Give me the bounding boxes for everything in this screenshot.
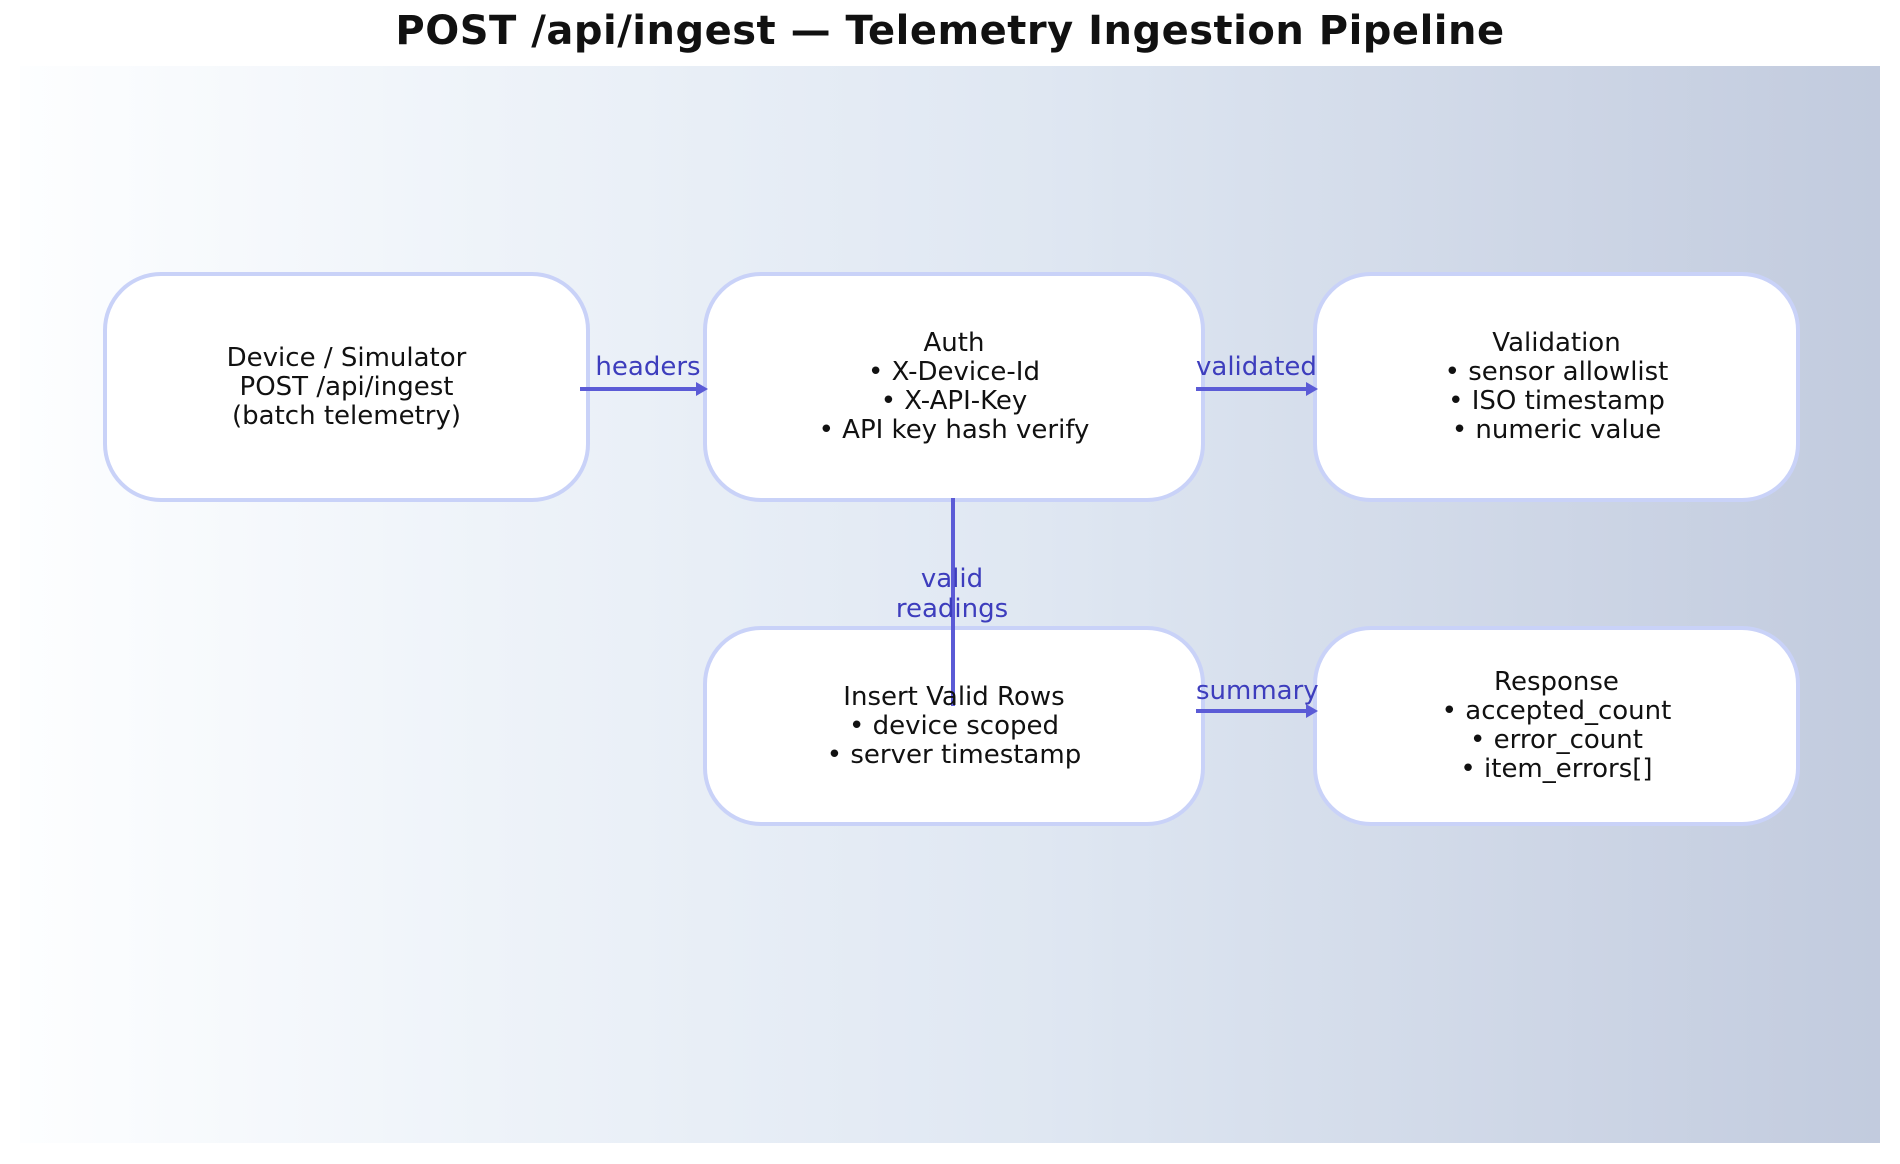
- node-line: • item_errors[]: [1460, 754, 1653, 784]
- node-line: • API key hash verify: [818, 415, 1090, 445]
- node-insert-valid-rows-text: Insert Valid Rows • device scoped • serv…: [826, 681, 1082, 770]
- node-line: • sensor allowlist: [1444, 357, 1669, 387]
- node-device-simulator-text: Device / Simulator POST /api/ingest (bat…: [226, 342, 467, 431]
- edge-label-validated: validated: [1196, 352, 1317, 382]
- node-line: Response: [1494, 667, 1619, 697]
- node-line: • device scoped: [848, 710, 1059, 741]
- node-response-text: Response • accepted_count • error_count …: [1442, 668, 1672, 784]
- edge-auth-to-insert-line: [951, 498, 955, 706]
- node-line: • accepted_count: [1441, 696, 1672, 726]
- edge-label-summary: summary: [1196, 676, 1319, 706]
- edge-label-headers: headers: [595, 352, 701, 382]
- node-line: • X-API-Key: [880, 386, 1028, 416]
- diagram-title: POST /api/ingest — Telemetry Ingestion P…: [395, 8, 1505, 54]
- node-line: Validation: [1492, 328, 1621, 358]
- node-validation-text: Validation • sensor allowlist • ISO time…: [1445, 329, 1669, 445]
- arrow-right-icon: [1306, 704, 1318, 718]
- node-line: Auth: [923, 328, 985, 358]
- edge-insert-to-response-line: [1196, 709, 1308, 713]
- node-line: • server timestamp: [826, 739, 1082, 770]
- node-line: • ISO timestamp: [1448, 386, 1665, 416]
- diagram-background-panel: [20, 66, 1880, 1143]
- node-auth-text: Auth • X-Device-Id • X-API-Key • API key…: [819, 329, 1090, 445]
- edge-auth-to-validation-line: [1196, 387, 1308, 391]
- node-line: POST /api/ingest: [239, 371, 454, 402]
- node-line: • numeric value: [1451, 415, 1662, 445]
- node-validation: Validation • sensor allowlist • ISO time…: [1313, 272, 1800, 502]
- arrow-right-icon: [696, 382, 708, 396]
- edge-device-to-auth-line: [580, 387, 698, 391]
- node-response: Response • accepted_count • error_count …: [1313, 626, 1800, 826]
- node-device-simulator: Device / Simulator POST /api/ingest (bat…: [103, 272, 590, 502]
- node-line: Insert Valid Rows: [843, 681, 1065, 712]
- node-line: • X-Device-Id: [868, 357, 1040, 387]
- node-line: Device / Simulator: [226, 342, 467, 373]
- edge-label-valid-readings: valid readings: [895, 564, 1009, 624]
- arrow-right-icon: [1306, 382, 1318, 396]
- node-line: • error_count: [1470, 725, 1643, 755]
- node-line: (batch telemetry): [232, 400, 461, 431]
- node-auth: Auth • X-Device-Id • X-API-Key • API key…: [703, 272, 1205, 502]
